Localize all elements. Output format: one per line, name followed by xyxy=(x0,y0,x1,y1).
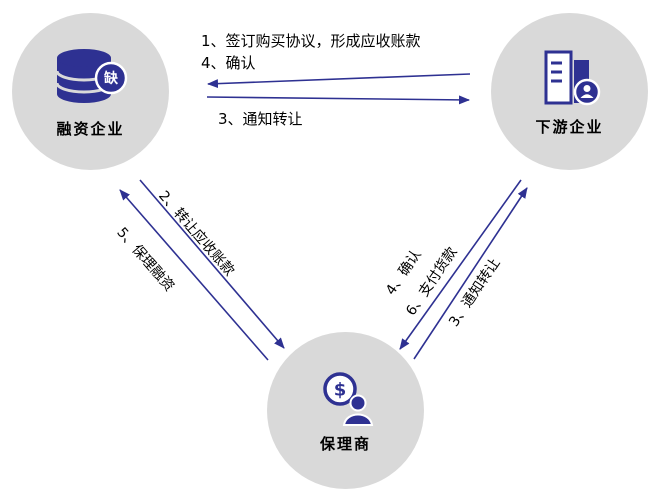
dollar-symbol: $ xyxy=(333,379,346,400)
building-icon xyxy=(537,47,603,109)
edge-label-confirm-top: 4、确认 xyxy=(201,54,256,72)
edge-label-transfer-receivables: 2、转让应收账款 xyxy=(155,188,238,280)
database-icon: 缺 xyxy=(52,45,130,111)
edge-label-notify-transfer-top: 3、通知转让 xyxy=(218,110,303,128)
factor-label: 保理商 xyxy=(319,434,371,453)
edge-label-sign-agreement: 1、签订购买协议，形成应收账款 xyxy=(201,32,421,50)
downstream-enterprise-label: 下游企业 xyxy=(535,117,604,136)
node-factor: $ 保理商 xyxy=(267,332,424,489)
arrow-notify-top xyxy=(206,95,470,105)
node-financing-enterprise: 缺 融资企业 xyxy=(12,13,169,170)
database-badge-text: 缺 xyxy=(104,70,119,87)
node-downstream-enterprise: 下游企业 xyxy=(491,13,648,170)
arrow-sign-confirm xyxy=(207,73,471,89)
money-person-icon: $ xyxy=(313,368,379,426)
edge-label-factoring-finance: 5、保理融资 xyxy=(113,224,178,295)
financing-enterprise-label: 融资企业 xyxy=(56,119,125,138)
